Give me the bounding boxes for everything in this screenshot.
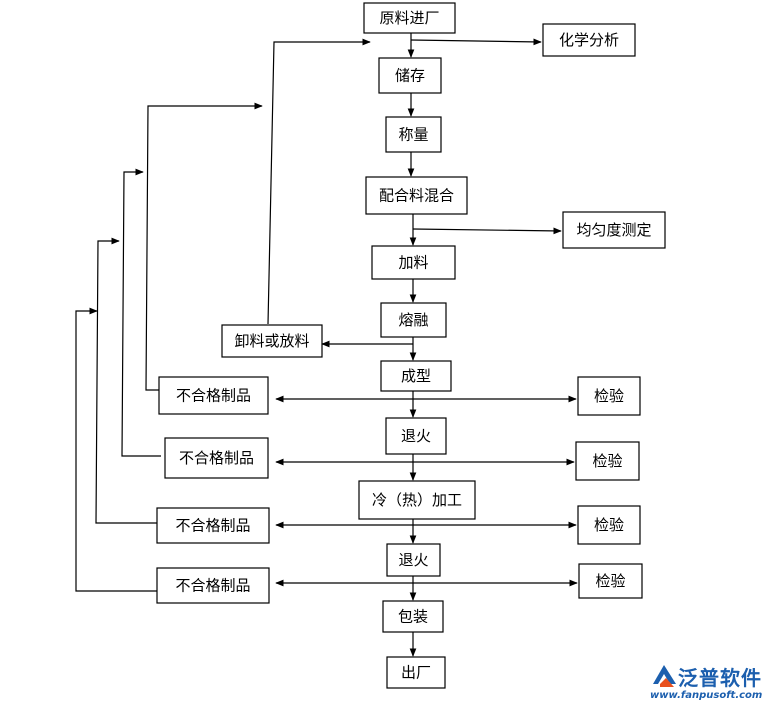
node-label: 不合格制品 bbox=[176, 387, 251, 405]
node-label: 均匀度测定 bbox=[576, 221, 651, 239]
node-label: 称量 bbox=[398, 126, 428, 144]
node-label: 检验 bbox=[594, 387, 624, 405]
node-weighing[interactable]: 称量 bbox=[385, 116, 442, 153]
node-annealing-1[interactable]: 退火 bbox=[385, 417, 447, 455]
node-raw-material-in[interactable]: 原料进厂 bbox=[363, 2, 456, 34]
edge-mixing-to-uniformity bbox=[412, 227, 562, 235]
node-hot-cold-working[interactable]: 冷（热）加工 bbox=[358, 480, 476, 520]
node-inspect-1[interactable]: 检验 bbox=[577, 376, 641, 416]
node-label: 检验 bbox=[592, 452, 622, 470]
node-reject-1[interactable]: 不合格制品 bbox=[158, 376, 269, 415]
node-label: 配合料混合 bbox=[379, 187, 454, 205]
edge-discharge-to-raw bbox=[267, 38, 371, 325]
node-inspect-2[interactable]: 检验 bbox=[575, 441, 640, 481]
node-feeding[interactable]: 加料 bbox=[371, 245, 456, 280]
node-label: 卸料或放料 bbox=[234, 332, 309, 350]
node-label: 包装 bbox=[398, 608, 428, 626]
node-label: 检验 bbox=[594, 516, 624, 534]
node-inspect-4[interactable]: 检验 bbox=[578, 563, 643, 599]
node-label: 检验 bbox=[595, 572, 625, 590]
node-batch-mixing[interactable]: 配合料混合 bbox=[365, 176, 468, 215]
node-storage[interactable]: 储存 bbox=[378, 57, 442, 94]
edge-reject-2-feedback bbox=[121, 168, 161, 457]
node-melting[interactable]: 熔融 bbox=[380, 302, 447, 338]
node-label: 退火 bbox=[401, 427, 431, 445]
logo-name: 泛普软件 bbox=[678, 666, 762, 690]
nodes: 原料进厂 化学分析 储存 称量 配合料混合 均匀度测定 加料 熔融 卸料或放料 … bbox=[156, 2, 666, 689]
node-label: 出厂 bbox=[401, 664, 431, 682]
node-label: 不合格制品 bbox=[175, 577, 250, 595]
node-reject-3[interactable]: 不合格制品 bbox=[156, 507, 270, 544]
edges bbox=[75, 33, 578, 657]
node-shipping[interactable]: 出厂 bbox=[386, 656, 446, 689]
node-label: 化学分析 bbox=[559, 31, 619, 49]
node-label: 冷（热）加工 bbox=[372, 491, 462, 509]
node-forming[interactable]: 成型 bbox=[380, 360, 452, 392]
node-label: 成型 bbox=[401, 367, 431, 385]
logo-mark-icon bbox=[653, 665, 676, 687]
node-reject-4[interactable]: 不合格制品 bbox=[156, 567, 270, 604]
node-reject-2[interactable]: 不合格制品 bbox=[164, 437, 269, 479]
node-chemical-analysis[interactable]: 化学分析 bbox=[542, 23, 636, 57]
edge-reject-1-feedback bbox=[145, 102, 263, 391]
node-label: 不合格制品 bbox=[179, 449, 254, 467]
node-annealing-2[interactable]: 退火 bbox=[386, 543, 441, 577]
edge-reject-3-feedback bbox=[95, 237, 157, 524]
node-label: 原料进厂 bbox=[379, 9, 439, 27]
company-logo: 泛普软件 www.fanpusoft.com bbox=[648, 662, 773, 708]
node-discharge[interactable]: 卸料或放料 bbox=[221, 324, 323, 358]
edge-raw-to-chemical-analysis bbox=[410, 38, 542, 46]
node-label: 不合格制品 bbox=[175, 517, 250, 535]
node-packaging[interactable]: 包装 bbox=[382, 600, 444, 633]
node-label: 储存 bbox=[395, 67, 425, 85]
node-label: 加料 bbox=[398, 254, 428, 272]
logo-url: www.fanpusoft.com bbox=[650, 690, 763, 701]
node-uniformity-test[interactable]: 均匀度测定 bbox=[562, 211, 666, 249]
node-label: 熔融 bbox=[398, 311, 428, 329]
node-label: 退火 bbox=[398, 551, 428, 569]
node-inspect-3[interactable]: 检验 bbox=[577, 505, 641, 545]
edge-reject-4-feedback bbox=[75, 307, 157, 592]
